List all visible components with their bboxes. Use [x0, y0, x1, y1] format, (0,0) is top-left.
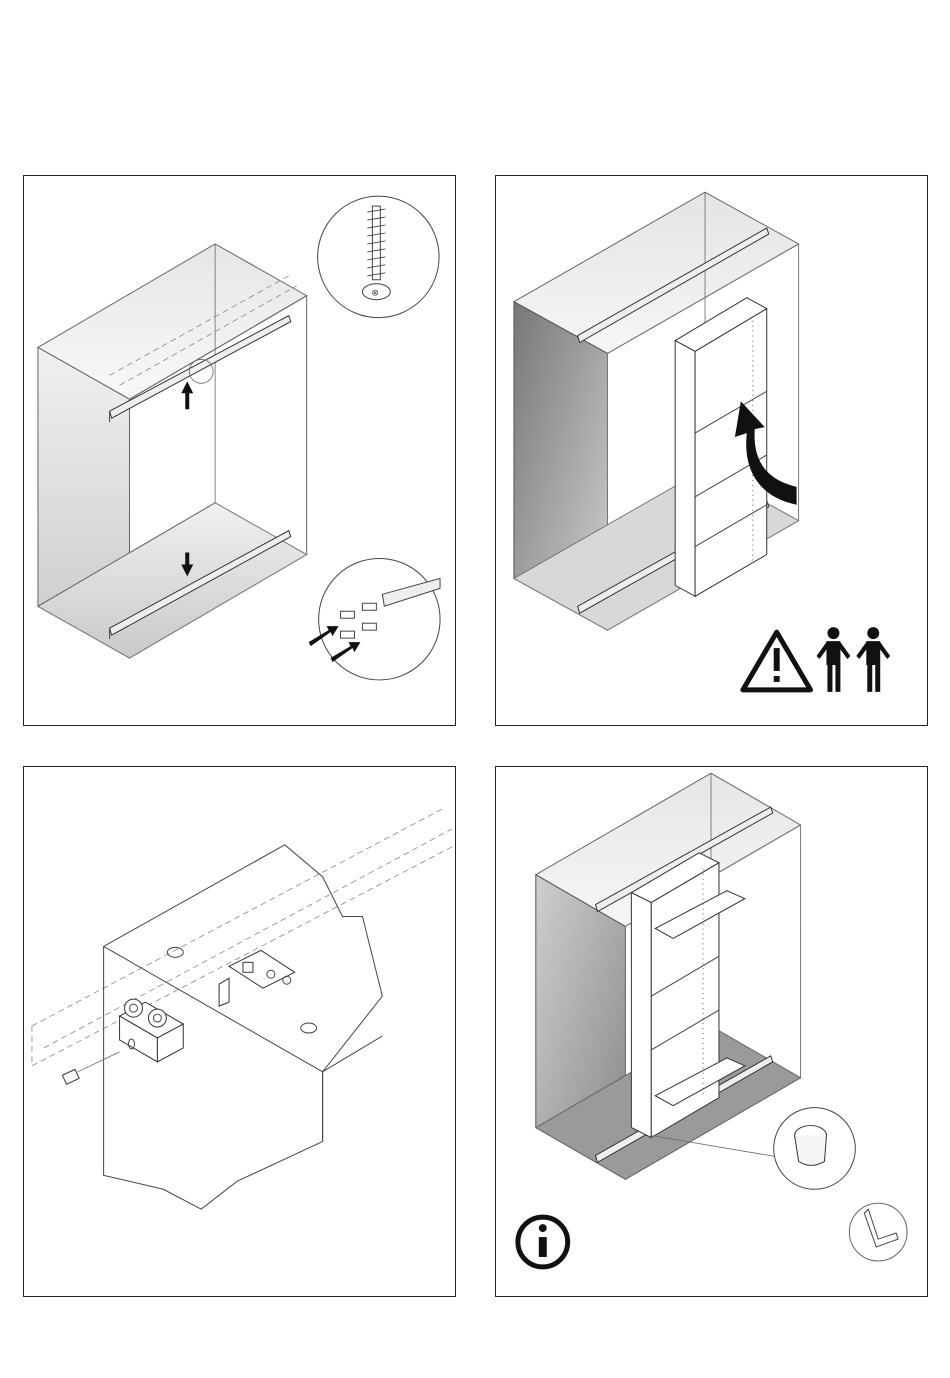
screw-detail-icon: ⊗: [318, 196, 439, 317]
rail-profile: [32, 809, 452, 1066]
step-1-illustration: ⊗: [24, 176, 455, 725]
step-4-illustration: [496, 767, 927, 1296]
rail-end-clip-detail-icon: [309, 558, 440, 679]
roller-icon: [120, 999, 184, 1062]
svg-text:⊗: ⊗: [371, 289, 378, 299]
up-arrow-icon: [181, 381, 193, 409]
warning-icon: [743, 632, 811, 690]
hex-key-icon: [849, 1203, 907, 1261]
two-person-icon: [817, 627, 891, 692]
step-3-illustration: [24, 767, 455, 1296]
bolt-icon: [62, 1052, 119, 1084]
step-4-panel: [495, 766, 928, 1297]
step-1-panel: ⊗: [23, 175, 456, 726]
info-icon: [518, 1217, 568, 1267]
step-3-panel: [23, 766, 456, 1297]
step-2-panel: [495, 175, 928, 726]
bracket-fitting: [219, 950, 295, 1006]
stopper-detail-icon: [774, 1108, 856, 1190]
step-2-illustration: [496, 176, 927, 725]
